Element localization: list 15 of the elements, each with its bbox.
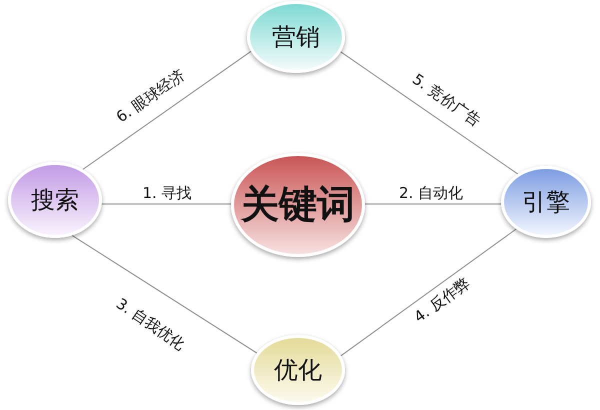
connector-line bbox=[82, 50, 252, 170]
edge-label: 2. 自动化 bbox=[399, 184, 464, 201]
oval-node: 营销 bbox=[247, 1, 345, 73]
connector-line bbox=[340, 228, 517, 356]
edge-label: 6. 眼球经济 bbox=[112, 66, 188, 126]
connector-line bbox=[72, 234, 258, 354]
edge-label: 3. 自我优化 bbox=[112, 294, 188, 353]
oval-node: 引擎 bbox=[501, 166, 591, 238]
edge-label: 1. 寻找 bbox=[142, 184, 192, 201]
edge-label: 5. 竞价广告 bbox=[408, 70, 484, 130]
oval-node: 优化 bbox=[251, 335, 345, 405]
edge-label: 4. 反作弊 bbox=[411, 274, 473, 326]
oval-node: 搜索 bbox=[8, 162, 102, 238]
connector-line bbox=[340, 51, 518, 174]
oval-node: 关键词 bbox=[231, 153, 365, 257]
